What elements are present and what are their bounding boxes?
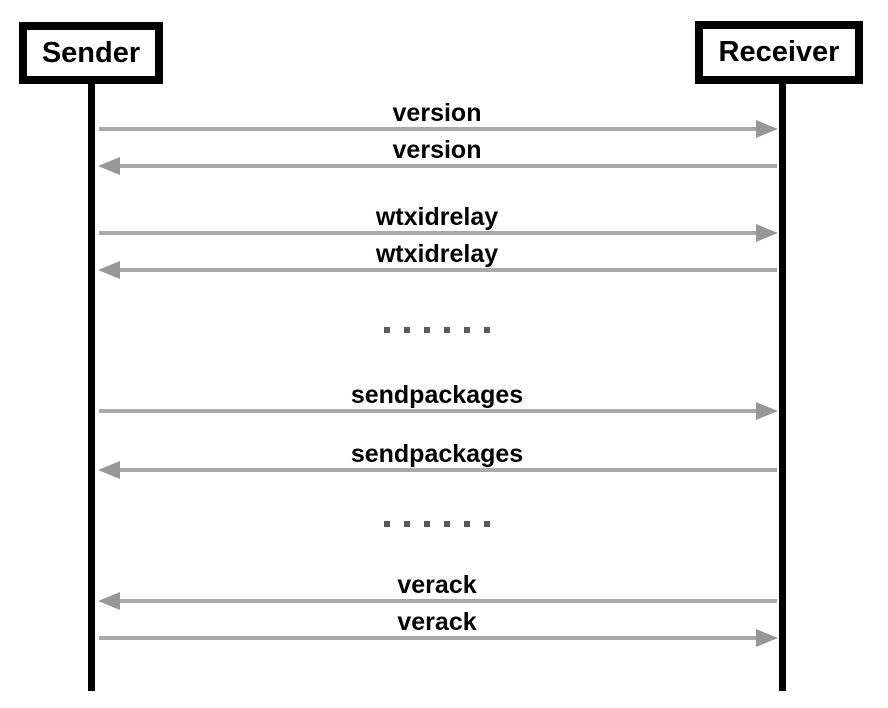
lifeline-sender <box>88 82 95 691</box>
dot-icon <box>384 521 390 527</box>
arrow-head-icon <box>98 461 120 479</box>
arrow-line <box>99 231 761 235</box>
message-arrow-right-icon <box>99 629 778 647</box>
message-label-sendpackages: sendpackages <box>350 440 524 468</box>
dot-icon <box>424 521 430 527</box>
dot-icon <box>384 327 390 333</box>
arrow-head-icon <box>98 157 120 175</box>
arrow-head-icon <box>756 629 778 647</box>
message-arrow-right-icon <box>99 120 778 138</box>
message-arrow-left-icon <box>98 261 777 279</box>
arrow-line <box>99 127 761 131</box>
arrow-line <box>99 409 761 413</box>
dot-icon <box>424 327 430 333</box>
dot-icon <box>444 521 450 527</box>
lifeline-receiver <box>779 82 786 691</box>
arrow-head-icon <box>756 120 778 138</box>
ellipsis-separator <box>97 521 777 527</box>
dot-icon <box>444 327 450 333</box>
arrow-line <box>99 636 761 640</box>
message-arrow-left-icon <box>98 461 777 479</box>
arrow-head-icon <box>756 402 778 420</box>
message-label-wtxidrelay: wtxidrelay <box>375 240 499 268</box>
message-arrow-left-icon <box>98 157 777 175</box>
actor-box-sender: Sender <box>19 22 163 84</box>
actor-label-receiver: Receiver <box>718 36 840 68</box>
message-label-version: version <box>392 136 482 164</box>
dot-icon <box>464 521 470 527</box>
message-label-wtxidrelay: wtxidrelay <box>375 203 499 231</box>
ellipsis-separator <box>97 327 777 333</box>
actor-box-receiver: Receiver <box>695 21 863 84</box>
arrow-line <box>115 468 777 472</box>
actor-label-sender: Sender <box>41 36 141 69</box>
arrow-head-icon <box>98 261 120 279</box>
message-label-verack: verack <box>397 571 477 599</box>
arrow-line <box>115 599 777 603</box>
message-label-version: version <box>392 99 482 127</box>
arrow-line <box>115 268 777 272</box>
message-arrow-right-icon <box>99 402 778 420</box>
dot-icon <box>404 327 410 333</box>
dot-icon <box>464 327 470 333</box>
arrow-head-icon <box>98 592 120 610</box>
dot-icon <box>484 327 490 333</box>
message-arrow-right-icon <box>99 224 778 242</box>
message-label-verack: verack <box>397 608 477 636</box>
dot-icon <box>484 521 490 527</box>
message-label-sendpackages: sendpackages <box>350 381 524 409</box>
message-arrow-left-icon <box>98 592 777 610</box>
arrow-line <box>115 164 777 168</box>
dot-icon <box>404 521 410 527</box>
arrow-head-icon <box>756 224 778 242</box>
